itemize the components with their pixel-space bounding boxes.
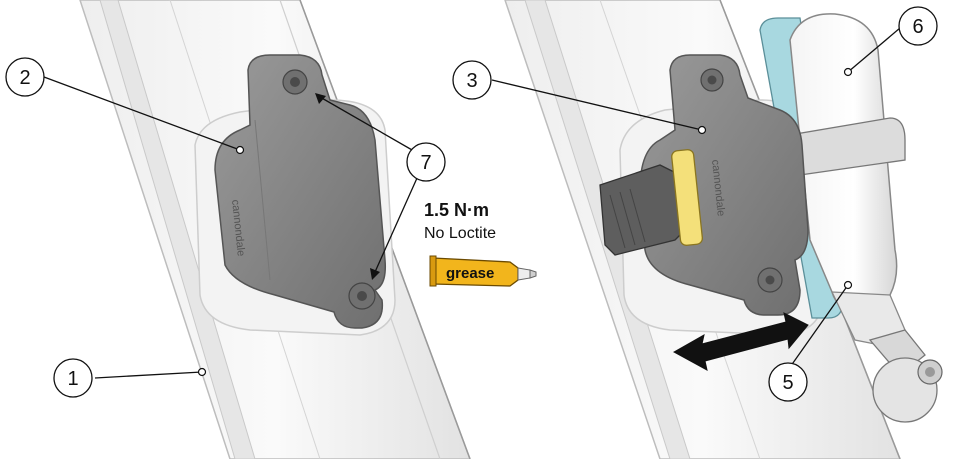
svg-text:5: 5 <box>782 372 793 394</box>
leader-dot-6 <box>843 67 853 77</box>
svg-text:3: 3 <box>466 70 477 92</box>
right-leaders <box>491 27 901 371</box>
leader-dot-1 <box>197 367 207 377</box>
right-plate-brand: cannondale <box>709 159 727 217</box>
arrowhead-7-bottom <box>370 268 380 280</box>
loctite-note: No Loctite <box>424 225 496 242</box>
yellow-latch <box>671 149 704 246</box>
release-lever <box>599 149 704 256</box>
callout-2: 2 <box>5 57 45 97</box>
grease-tube-icon: grease <box>429 255 537 287</box>
svg-text:6: 6 <box>912 16 923 38</box>
leader-dot-2 <box>235 145 245 155</box>
callout-1: 1 <box>53 358 93 398</box>
torque-spec: 1.5 N·m <box>424 200 489 220</box>
svg-text:1: 1 <box>67 368 78 390</box>
grease-label: grease <box>446 265 494 282</box>
slide-adjust-arrow <box>672 312 809 371</box>
left-plate-brand: cannondale <box>229 199 247 257</box>
leader-dot-5 <box>843 280 853 290</box>
callout-5: 5 <box>768 362 808 402</box>
right-mount-plate: cannondale <box>639 54 809 316</box>
callout-6: 6 <box>898 6 938 46</box>
left-mount-plate: cannondale <box>214 54 387 329</box>
left-leaders <box>43 76 427 379</box>
svg-text:7: 7 <box>420 152 431 174</box>
callout-7: 7 <box>406 142 446 182</box>
arrowhead-7-top <box>315 93 326 104</box>
leader-dot-3 <box>697 125 707 135</box>
callout-3: 3 <box>452 60 492 100</box>
svg-text:2: 2 <box>19 67 30 89</box>
